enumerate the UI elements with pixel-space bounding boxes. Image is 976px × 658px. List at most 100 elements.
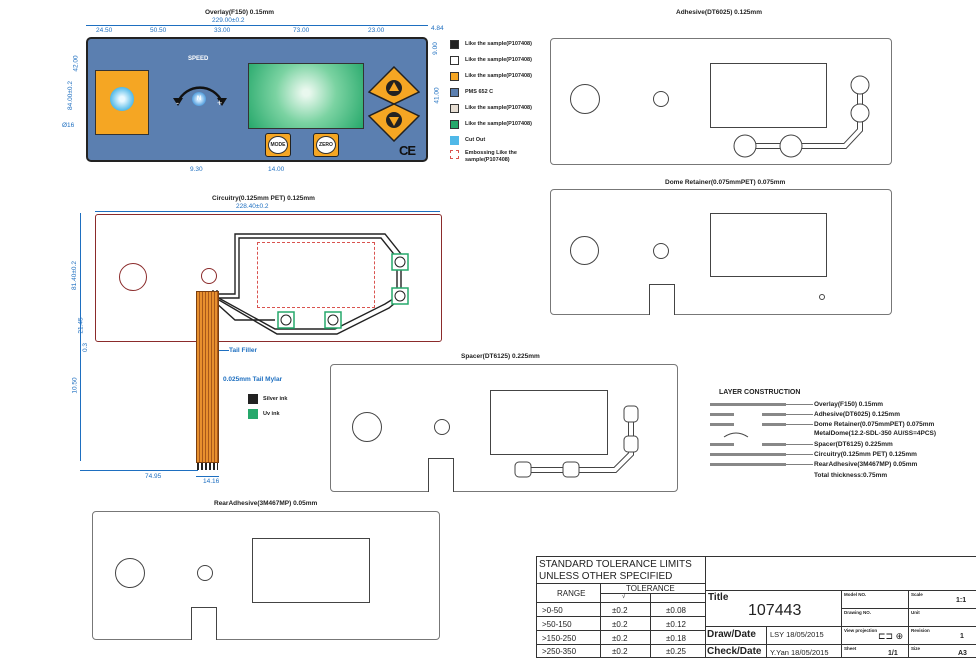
dim-h-right2: 41.00 — [433, 87, 441, 104]
spacer-dome-channel — [514, 405, 639, 478]
down-arrow-icon — [389, 117, 399, 126]
knob-arc-icon — [173, 86, 227, 106]
dim-50-50: 50.50 — [150, 27, 167, 34]
speed-label: SPEED — [188, 56, 209, 62]
layer-item-2: Adhesive(DT6025) 0.125mm — [814, 411, 900, 418]
rear-window — [252, 538, 370, 603]
ce-mark-icon: CE — [399, 143, 416, 158]
rear-notch — [191, 607, 217, 640]
cutout-circle-icon — [110, 87, 134, 111]
overlay-title: Overlay(F150) 0.15mm — [205, 9, 275, 16]
rear-small-hole — [197, 565, 213, 581]
swatch-white — [450, 55, 459, 65]
circuitry-small-hole — [201, 268, 217, 284]
circuitry-w1-line — [80, 470, 198, 471]
legend-item-6: Like the sample(P107408) — [450, 119, 532, 129]
adhesive-small-hole — [653, 91, 669, 107]
circuitry-h4: 10.50 — [71, 377, 79, 394]
dome-small-hole — [653, 243, 669, 259]
uv-ink-label: Uv ink — [263, 411, 280, 417]
swatch-blue — [450, 87, 459, 97]
tolerance-line2: UNLESS OTHER SPECIFIED — [539, 571, 673, 582]
tol-header: TOLERANCE — [626, 584, 675, 593]
dim-h-total: 84.00±0.2 — [66, 81, 74, 110]
layer-item-6: Circuitry(0.125mm PET) 0.125mm — [814, 451, 917, 458]
range-1: >0-50 — [542, 606, 563, 615]
tail-filler-leader — [219, 350, 229, 351]
tol-4b: ±0.25 — [666, 647, 686, 656]
adhesive-window — [710, 63, 827, 128]
dim-diameter: Ø16 — [62, 122, 75, 129]
lcd-display-window — [248, 63, 364, 129]
adhesive-large-hole — [570, 84, 600, 114]
knob-icon: N — [192, 92, 206, 106]
tol-3b: ±0.18 — [666, 634, 686, 643]
dim-h-left: 42.00 — [72, 55, 80, 72]
range-header: RANGE — [557, 589, 586, 598]
adhesive-dome-channel — [733, 75, 870, 158]
draw-value: LSY 18/05/2015 — [770, 630, 824, 639]
tail-filler-label: Tail Filler — [229, 347, 258, 354]
layer-item-7: RearAdhesive(3M467MP) 0.05mm — [814, 461, 918, 468]
check-label: Check/Date — [707, 646, 762, 657]
circuitry-h1: 81.40±0.2 — [70, 261, 78, 290]
uv-ink-swatch — [248, 409, 258, 419]
spacer-window — [490, 390, 608, 455]
scale-value: 1:1 — [956, 597, 967, 604]
dim-h-right1: 9.00 — [431, 42, 439, 55]
tol-3a: ±0.2 — [612, 634, 628, 643]
dim-33-00: 33.00 — [214, 27, 231, 34]
silver-ink-swatch — [248, 394, 258, 404]
tol-1a: ±0.2 — [612, 606, 628, 615]
layer-item-5: Spacer(DT6125) 0.225mm — [814, 441, 893, 448]
dim-bottom1: 9.30 — [190, 166, 203, 173]
tol-4a: ±0.2 — [612, 647, 628, 656]
legend-item-4: PMS 652 C — [450, 87, 493, 97]
spacer-large-hole — [352, 412, 382, 442]
model-label: Model NO. — [844, 592, 867, 597]
adhesive-title: Adhesive(DT6025) 0.125mm — [676, 9, 762, 16]
dim-24-50: 24.50 — [96, 27, 113, 34]
tol-2b: ±0.12 — [666, 620, 686, 629]
title-label: Title — [708, 592, 729, 603]
silver-ink-label: Silver ink — [263, 396, 288, 402]
check-value: Y.Yan 18/05/2015 — [770, 648, 829, 657]
swatch-embossing — [450, 150, 459, 159]
mode-button[interactable]: MODE — [265, 133, 291, 157]
legend-item-7: Cut Out — [450, 135, 485, 145]
plus-label: + — [217, 98, 223, 108]
legend-item-8: Embossing Like the sample(P107408) — [450, 150, 537, 166]
circuitry-w1: 74.95 — [145, 473, 162, 480]
sheet-label: Sheet — [844, 646, 857, 651]
dim-corner: 4.84 — [431, 25, 444, 32]
range-4: >250-350 — [542, 647, 577, 656]
tol-1b: ±0.08 — [666, 606, 686, 615]
circuitry-tail — [196, 291, 219, 463]
legend-item-3: Like the sample(P107408) — [450, 71, 532, 81]
circuitry-h3: 0.3 — [82, 342, 90, 353]
swatch-green — [450, 119, 459, 129]
title-block — [705, 556, 976, 658]
revision-value: 1 — [960, 633, 964, 640]
rear-title: RearAdhesive(3M467MP) 0.05mm — [214, 500, 318, 507]
circuitry-w2-line — [196, 476, 219, 477]
swatch-beige — [450, 103, 459, 113]
spacer-title: Spacer(DT6125) 0.225mm — [461, 353, 540, 360]
tail-connector-pins — [197, 463, 218, 470]
title-value: 107443 — [748, 602, 802, 619]
layer-item-3: Dome Retainer(0.075mmPET) 0.075mm — [814, 421, 935, 428]
circuitry-height-line — [80, 213, 81, 461]
up-down-buttons[interactable] — [368, 66, 420, 142]
layer-stack-icon — [710, 403, 813, 466]
legend-item-1: Like the sample(P107408) — [450, 39, 532, 49]
zero-button-label: ZERO — [316, 136, 336, 154]
circuitry-w2: 14.16 — [203, 478, 220, 485]
dome-notch — [649, 284, 675, 315]
dim-73-00: 73.00 — [293, 27, 310, 34]
legend-item-5: Like the sample(P107408) — [450, 103, 532, 113]
dome-pin-hole — [819, 294, 825, 300]
zero-button[interactable]: ZERO — [313, 133, 339, 157]
spacer-small-hole — [434, 419, 450, 435]
legend-item-2: Like the sample(P107408) — [450, 55, 532, 65]
swatch-black — [450, 39, 459, 49]
